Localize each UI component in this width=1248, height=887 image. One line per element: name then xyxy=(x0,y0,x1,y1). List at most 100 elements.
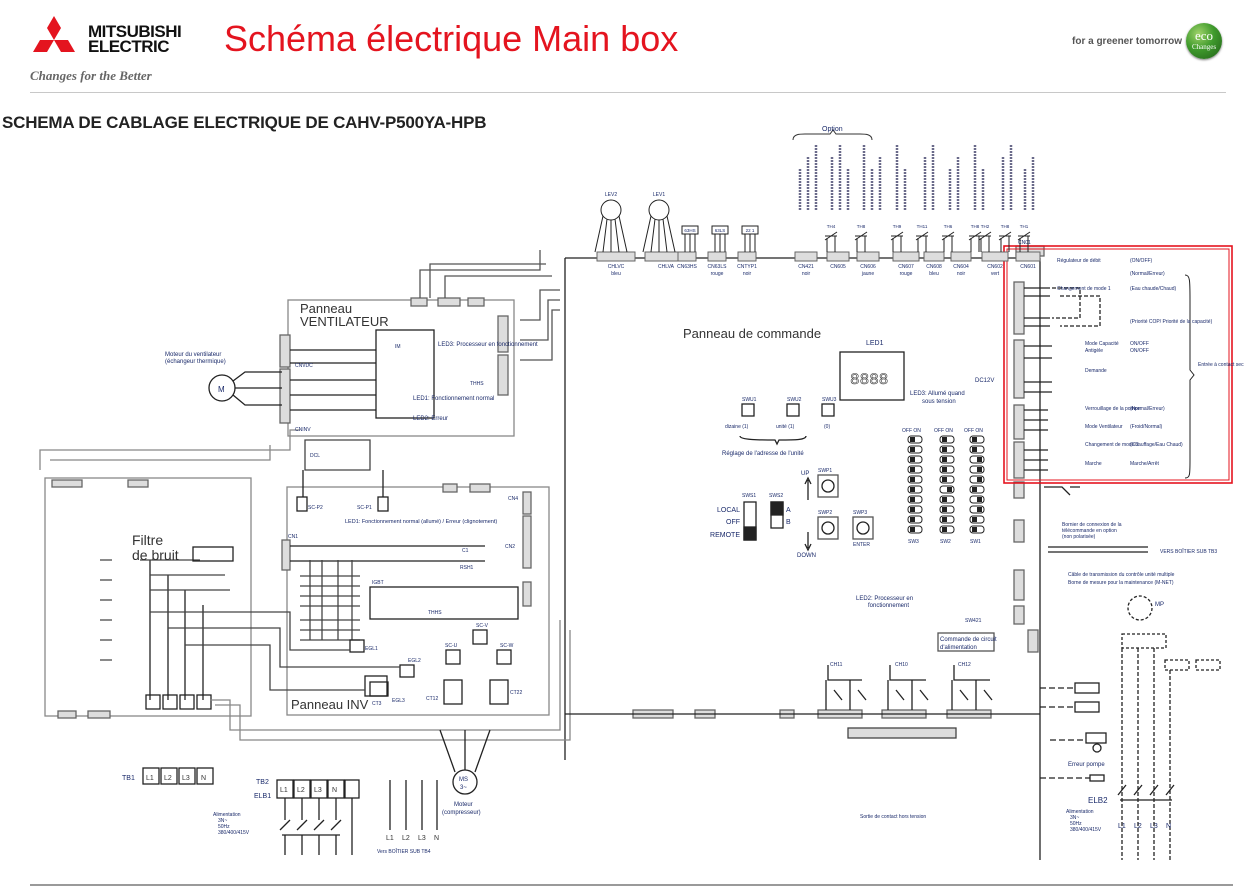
contact-input-state: (Froid/Normal) xyxy=(1130,424,1163,430)
pressure-sensor-label: 63LS xyxy=(715,228,726,233)
dip-switch[interactable] xyxy=(969,485,985,494)
ct22-label: CT22 xyxy=(510,690,522,696)
swu2-label: SWU2 xyxy=(787,397,802,403)
swp2-down-button[interactable] xyxy=(817,516,839,540)
eco-badge-text-2: Changes xyxy=(1191,43,1217,51)
top-connector-color: noir xyxy=(743,271,752,277)
top-connector-label: CN602 xyxy=(987,264,1003,270)
dip-switch[interactable] xyxy=(969,495,985,504)
led1-label: LED1 xyxy=(866,340,884,347)
pump-error-label: Erreur pompe xyxy=(1068,762,1105,768)
swp3-enter-button[interactable] xyxy=(852,516,874,540)
dip-switch[interactable] xyxy=(907,515,923,524)
dip-switch[interactable] xyxy=(939,465,955,474)
top-connector-cn63hs xyxy=(677,251,697,262)
comm-label-2: télécommande en option xyxy=(1062,528,1117,534)
cnvdv-connector xyxy=(469,483,491,493)
power-label-4: 380/400/415V xyxy=(218,830,250,836)
sub-tb4-l2: L2 xyxy=(402,835,410,842)
dip-switch[interactable] xyxy=(969,445,985,454)
dip-switch-knob xyxy=(942,497,947,502)
fan-panel-title-1: Panneau xyxy=(300,301,352,316)
dip-switch[interactable] xyxy=(939,495,955,504)
dip-switch[interactable] xyxy=(907,495,923,504)
led1-display: 8888 xyxy=(850,371,888,389)
thermistor-label: TH11 xyxy=(917,224,928,229)
pressure-sensor-wires xyxy=(714,234,726,252)
top-connector-color: rouge xyxy=(711,271,724,277)
dip-switch-knob xyxy=(947,487,952,492)
igbt-label: IGBT xyxy=(372,580,384,586)
diagram-subtitle: SCHEMA DE CABLAGE ELECTRIQUE DE CAHV-P50… xyxy=(2,113,487,132)
sub-tb4-n: N xyxy=(434,835,439,842)
dip-switch-knob xyxy=(910,507,915,512)
sc-v-label: SC-V xyxy=(476,623,489,629)
dip-switch[interactable] xyxy=(939,515,955,524)
led3-label-1: LED3: Allumé quand xyxy=(910,391,965,397)
dip-switch[interactable] xyxy=(907,485,923,494)
sws2-a-position xyxy=(770,501,784,516)
dip-switch[interactable] xyxy=(939,525,955,534)
fan-motor-label-1: Moteur du ventilateur xyxy=(165,352,221,358)
top-connector-label: CN63LS xyxy=(708,264,728,270)
dip-switch[interactable] xyxy=(907,445,923,454)
cnfan-connector xyxy=(410,297,428,307)
swp2-circle xyxy=(821,521,835,535)
top-connector-chlvc xyxy=(596,251,636,262)
top-connector-cn602 xyxy=(981,251,1009,262)
dip-switch[interactable] xyxy=(939,445,955,454)
elb1-label: ELB1 xyxy=(254,793,271,800)
swp1-up-button[interactable] xyxy=(817,474,839,498)
dip-switch[interactable] xyxy=(939,505,955,514)
dip-switch[interactable] xyxy=(939,475,955,484)
tb1-n xyxy=(196,767,214,785)
dip-switch[interactable] xyxy=(907,505,923,514)
dip-switch[interactable] xyxy=(907,525,923,534)
page-title: Schéma électrique Main box xyxy=(224,18,679,59)
elb2-label: ELB2 xyxy=(1088,796,1108,805)
dip-switch[interactable] xyxy=(907,465,923,474)
thermistor-symbol xyxy=(941,231,955,252)
top-connector-color: noir xyxy=(957,271,966,277)
top-connector-cn605 xyxy=(826,251,850,262)
dip-switch-knob xyxy=(910,487,915,492)
dip-switch[interactable] xyxy=(969,505,985,514)
dip-switch[interactable] xyxy=(969,465,985,474)
tb1-l2-label: L2 xyxy=(164,775,172,782)
egl2-sensor xyxy=(399,664,415,678)
dip-switch-knob xyxy=(910,457,915,462)
dip-switch-knob xyxy=(977,457,982,462)
dc-bus-wires xyxy=(290,545,485,562)
dip-switch[interactable] xyxy=(939,435,955,444)
relay-52p xyxy=(1085,732,1107,744)
dip-switch-knob xyxy=(972,437,977,442)
filter-bus-wires xyxy=(140,559,230,591)
dip-switch[interactable] xyxy=(907,455,923,464)
thermistor-label: TH9 xyxy=(893,224,902,229)
cn3d-connector xyxy=(1013,281,1025,335)
top-connector-label: CN63HS xyxy=(677,264,697,270)
sub-tb4-l3: L3 xyxy=(418,835,426,842)
top-connector-label: CN607 xyxy=(898,264,914,270)
dip-switch[interactable] xyxy=(969,475,985,484)
off-label: OFF xyxy=(726,519,740,526)
contact-input-rows: Régulateur de débit(ON/OFF)(Normal/Erreu… xyxy=(1057,258,1213,467)
contact-input-wires xyxy=(1024,287,1052,471)
dip-switch[interactable] xyxy=(969,435,985,444)
sc-p2-terminal xyxy=(296,496,308,512)
tb21-terminal xyxy=(145,694,161,710)
contact-input-label: Demande xyxy=(1085,368,1107,374)
dip-switch[interactable] xyxy=(907,435,923,444)
dip-switch[interactable] xyxy=(969,515,985,524)
egl1-label: EGL1 xyxy=(365,646,378,652)
thermistor-label: TH8 xyxy=(971,224,980,229)
dip-switch[interactable] xyxy=(939,455,955,464)
dip-switch[interactable] xyxy=(969,525,985,534)
top-connector-cn604 xyxy=(950,251,972,262)
dip-switch[interactable] xyxy=(939,485,955,494)
dip-switch[interactable] xyxy=(969,455,985,464)
elb2-phase-n: N xyxy=(1166,823,1171,830)
dip-switch[interactable] xyxy=(907,475,923,484)
led2-label-1: LED2: Processeur en xyxy=(856,596,913,602)
